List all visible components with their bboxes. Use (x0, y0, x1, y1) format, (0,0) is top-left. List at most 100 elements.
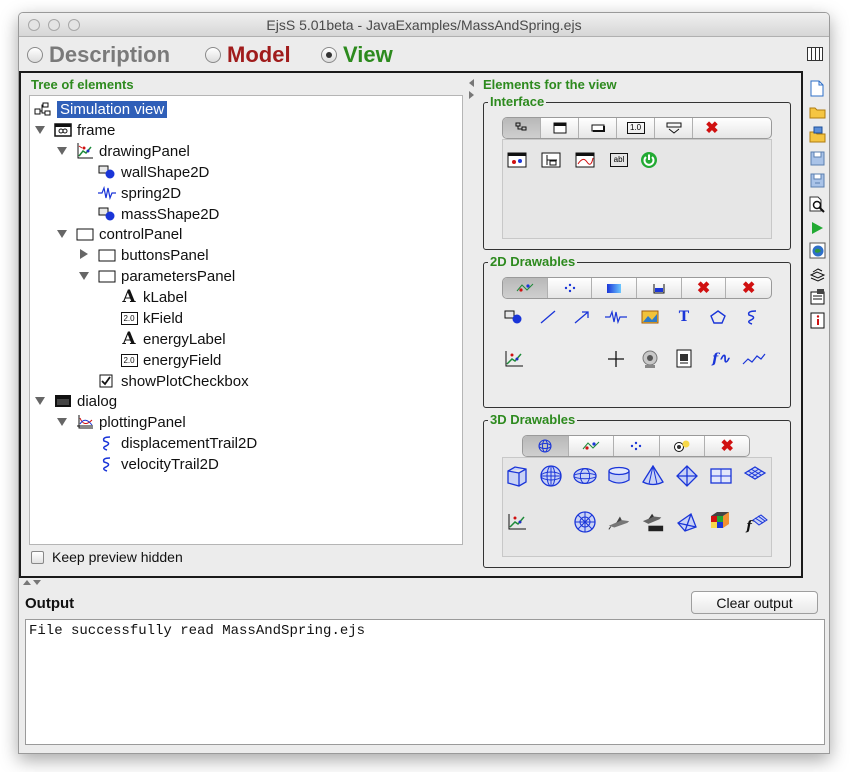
tab-2d-fields[interactable] (592, 278, 638, 298)
expand-toggle[interactable] (57, 418, 67, 426)
tree-node-controlpanel[interactable]: controlPanel (76, 224, 182, 244)
tree-node-massshape2d[interactable]: massShape2D (98, 204, 219, 224)
expand-toggle[interactable] (35, 126, 45, 134)
tree-node-displacementtrail2d[interactable]: displacementTrail2D (98, 433, 257, 453)
palette-vrml3d[interactable] (641, 510, 665, 534)
palette-segment2d[interactable] (536, 305, 560, 329)
palette-shape2d[interactable] (502, 305, 526, 329)
run-button[interactable] (808, 219, 826, 237)
library-button[interactable] (808, 265, 826, 283)
collapse-right-arrow[interactable] (469, 91, 474, 99)
palette-polygon2d[interactable] (706, 305, 730, 329)
palette-label[interactable]: abl (607, 148, 631, 172)
tab-3d-basic[interactable] (523, 436, 569, 456)
minimize-window-button[interactable] (48, 19, 60, 31)
collapse-left-arrow[interactable] (469, 79, 474, 87)
palette-spring2d[interactable] (604, 305, 628, 329)
palette-cube3d[interactable] (505, 464, 529, 488)
expand-toggle[interactable] (35, 397, 45, 405)
drawables2d-tabs[interactable]: ✖ ✖ (502, 277, 772, 299)
palette-cylinder3d[interactable] (607, 464, 631, 488)
palette-dialog[interactable] (539, 148, 563, 172)
palette-plot2d[interactable] (502, 347, 526, 371)
info-button[interactable] (808, 311, 826, 329)
output-text-area[interactable]: File successfully read MassAndSpring.ejs (25, 619, 825, 745)
expand-toggle[interactable] (57, 230, 67, 238)
tab-2d-remove-2[interactable]: ✖ (726, 278, 771, 298)
palette-arrow2d[interactable] (570, 305, 594, 329)
palette-pyramid3d[interactable] (675, 464, 699, 488)
palette-function2d[interactable]: f∿ (712, 351, 730, 367)
tab-remove[interactable]: ✖ (693, 118, 731, 138)
vertical-splitter[interactable] (469, 77, 479, 572)
expand-toggle[interactable] (80, 249, 88, 259)
mode-description[interactable]: Description (27, 42, 170, 68)
palette-power[interactable] (637, 148, 661, 172)
palette-cubes3d[interactable] (709, 510, 733, 534)
tree-node-velocitytrail2d[interactable]: velocityTrail2D (98, 454, 219, 474)
palette-text2d[interactable]: T (678, 309, 690, 325)
mode-view[interactable]: View (321, 42, 393, 68)
radio-view[interactable] (321, 47, 337, 63)
tree-node-simulation-view[interactable]: Simulation view (34, 99, 168, 119)
save-button[interactable] (808, 149, 826, 167)
keep-preview-checkbox[interactable]: Keep preview hidden (31, 549, 183, 565)
palette-sphere3d[interactable] (539, 464, 563, 488)
tab-fields[interactable]: 1.0 (617, 118, 655, 138)
tree-node-wallshape2d[interactable]: wallShape2D (98, 162, 209, 182)
clear-output-button[interactable]: Clear output (691, 591, 818, 614)
tree-node-klabel[interactable]: A kLabel (120, 287, 187, 307)
palette-plotting-frame[interactable] (505, 148, 529, 172)
save-as-button[interactable] (808, 171, 826, 189)
tree-node-dialog[interactable]: dialog (54, 391, 117, 411)
package-button[interactable] (808, 241, 826, 259)
palette-function3d[interactable]: f (743, 510, 771, 534)
interface-tabs[interactable]: 1.0 ✖ (502, 117, 772, 139)
tab-containers[interactable] (503, 118, 541, 138)
mode-model[interactable]: Model (205, 42, 291, 68)
horizontal-splitter[interactable] (19, 579, 829, 587)
close-window-button[interactable] (28, 19, 40, 31)
palette-cone3d[interactable] (641, 464, 665, 488)
drawables3d-tabs[interactable]: ✖ (522, 435, 750, 457)
tree-node-energylabel[interactable]: A energyLabel (120, 329, 225, 349)
palette-vehicle3d[interactable] (607, 510, 631, 534)
options-button[interactable] (808, 287, 826, 305)
palette-plot3d[interactable] (505, 510, 529, 534)
search-button[interactable] (808, 195, 826, 213)
tree-node-buttonspanel[interactable]: buttonsPanel (98, 245, 209, 265)
tab-3d-graphs[interactable] (569, 436, 615, 456)
palette-camera2d[interactable] (638, 347, 662, 371)
tree-node-energyfield[interactable]: 2.0 energyField (120, 350, 221, 370)
palette-document2d[interactable] (672, 347, 696, 371)
layout-grid-icon[interactable] (807, 47, 823, 61)
zoom-window-button[interactable] (68, 19, 80, 31)
tree-node-drawingpanel[interactable]: drawingPanel (76, 141, 190, 161)
element-tree[interactable]: Simulation view frame drawingPanel (29, 95, 463, 545)
tab-3d-remove[interactable]: ✖ (705, 436, 749, 456)
palette-plot-window[interactable] (573, 148, 597, 172)
keep-preview-box[interactable] (31, 550, 44, 564)
radio-description[interactable] (27, 47, 43, 63)
tree-node-frame[interactable]: frame (54, 120, 115, 140)
palette-trail2d[interactable] (740, 305, 764, 329)
palette-surface3d[interactable] (743, 464, 767, 488)
tab-2d-remove-1[interactable]: ✖ (682, 278, 727, 298)
radio-model[interactable] (205, 47, 221, 63)
expand-toggle[interactable] (79, 272, 89, 280)
tree-node-showplotcheckbox[interactable]: showPlotCheckbox (98, 371, 249, 391)
palette-tetrahedron3d[interactable] (675, 510, 699, 534)
tab-2d-basic[interactable] (503, 278, 548, 298)
tab-2d-sets[interactable] (548, 278, 593, 298)
palette-image2d[interactable] (638, 305, 662, 329)
palette-trace2d[interactable] (742, 347, 766, 371)
expand-toggle[interactable] (57, 147, 67, 155)
palette-plane3d[interactable] (709, 464, 733, 488)
tab-windows[interactable] (541, 118, 579, 138)
tree-node-spring2d[interactable]: spring2D (98, 183, 181, 203)
new-file-button[interactable] (808, 79, 826, 97)
open-examples-button[interactable] (808, 125, 826, 143)
collapse-up-arrow[interactable] (23, 580, 31, 585)
tree-node-parameterspanel[interactable]: parametersPanel (98, 266, 235, 286)
tab-menus[interactable] (655, 118, 693, 138)
